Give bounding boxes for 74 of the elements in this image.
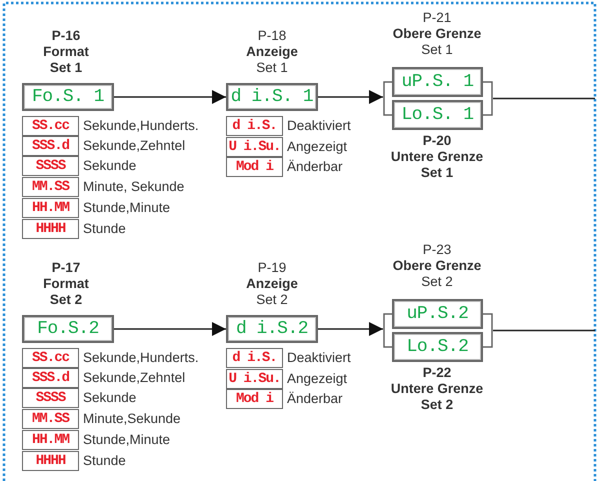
option-description: Deaktiviert (287, 118, 351, 134)
parameter-heading: Set 1 (420, 42, 454, 58)
parameter-heading: Set 2 (420, 274, 454, 290)
segment-display-option: HHHH (22, 219, 79, 239)
segment-display: uP.S.2 (392, 299, 483, 329)
parameter-heading: Set 1 (420, 165, 454, 181)
parameter-heading: Set 2 (48, 292, 84, 308)
option-description: Angezeigt (287, 371, 348, 387)
option-description: Sekunde,Zehntel (83, 138, 186, 154)
segment-display-option: HH.MM (22, 430, 79, 450)
option-description: Stunde (83, 453, 126, 469)
parameter-heading: P-17 (50, 260, 82, 276)
arrow (114, 322, 226, 336)
segment-display: uP.S. 1 (392, 67, 483, 97)
option-description: Stunde,Minute (83, 432, 170, 448)
option-description: Sekunde,Hunderts. (83, 118, 199, 134)
option-description: Deaktiviert (287, 350, 351, 366)
segment-display-option: U i.Su. (226, 369, 283, 389)
parameter-heading: P-21 (422, 10, 452, 26)
segment-display: Lo.S.2 (392, 332, 483, 362)
segment-display-option: MM.SS (22, 177, 79, 197)
segment-display-option: U i.Su. (226, 137, 283, 157)
arrow (318, 90, 383, 104)
segment-display: Fo.S. 1 (22, 83, 114, 111)
segment-display-option: d i.S. (226, 116, 283, 136)
parameter-heading: Obere Grenze (392, 258, 482, 274)
segment-display-option: SSS.d (22, 136, 79, 156)
segment-display-option: SSS.d (22, 368, 79, 388)
segment-display-option: HHHH (22, 451, 79, 471)
segment-display: d i.S.2 (226, 315, 318, 343)
option-description: Minute,Sekunde (83, 411, 181, 427)
parameter-heading: Anzeige (245, 44, 299, 60)
segment-display: Fo.S.2 (22, 315, 114, 343)
segment-display-option: SS.cc (22, 116, 79, 136)
arrow (114, 90, 226, 104)
parameter-heading: Obere Grenze (392, 26, 482, 42)
option-description: Sekunde (83, 158, 136, 174)
option-description: Änderbar (287, 159, 343, 175)
segment-display-option: Mod i (226, 389, 283, 409)
segment-display-option: MM.SS (22, 409, 79, 429)
parameter-heading: Untere Grenze (390, 381, 484, 397)
option-description: Angezeigt (287, 139, 348, 155)
segment-display-option: SSSS (22, 156, 79, 176)
arrow (318, 322, 383, 336)
segment-display: Lo.S. 1 (392, 100, 483, 130)
connector-line (493, 330, 595, 332)
parameter-heading: P-16 (50, 28, 82, 44)
segment-display: d i.S. 1 (226, 83, 318, 111)
option-description: Stunde (83, 221, 126, 237)
parameter-heading: Set 1 (48, 60, 84, 76)
parameter-heading: Untere Grenze (390, 149, 484, 165)
option-description: Sekunde,Hunderts. (83, 350, 199, 366)
parameter-heading: Set 2 (420, 397, 454, 413)
parameter-heading: P-18 (256, 28, 288, 44)
segment-display-option: HH.MM (22, 198, 79, 218)
parameter-heading: P-19 (256, 260, 288, 276)
segment-display-option: d i.S. (226, 348, 283, 368)
parameter-heading: P-23 (422, 242, 452, 258)
option-description: Minute, Sekunde (83, 179, 184, 195)
option-description: Sekunde,Zehntel (83, 370, 186, 386)
option-description: Sekunde (83, 390, 136, 406)
parameter-heading: Set 1 (255, 60, 289, 76)
parameter-heading: Set 2 (255, 292, 289, 308)
parameter-heading: Anzeige (245, 276, 299, 292)
segment-display-option: SSSS (22, 388, 79, 408)
parameter-heading: Format (42, 44, 90, 60)
segment-display-option: SS.cc (22, 348, 79, 368)
parameter-heading: Format (42, 276, 90, 292)
option-description: Änderbar (287, 391, 343, 407)
segment-display-option: Mod i (226, 157, 283, 177)
parameter-heading: P-20 (422, 133, 452, 149)
parameter-heading: P-22 (422, 365, 452, 381)
option-description: Stunde,Minute (83, 200, 170, 216)
connector-line (493, 98, 595, 100)
